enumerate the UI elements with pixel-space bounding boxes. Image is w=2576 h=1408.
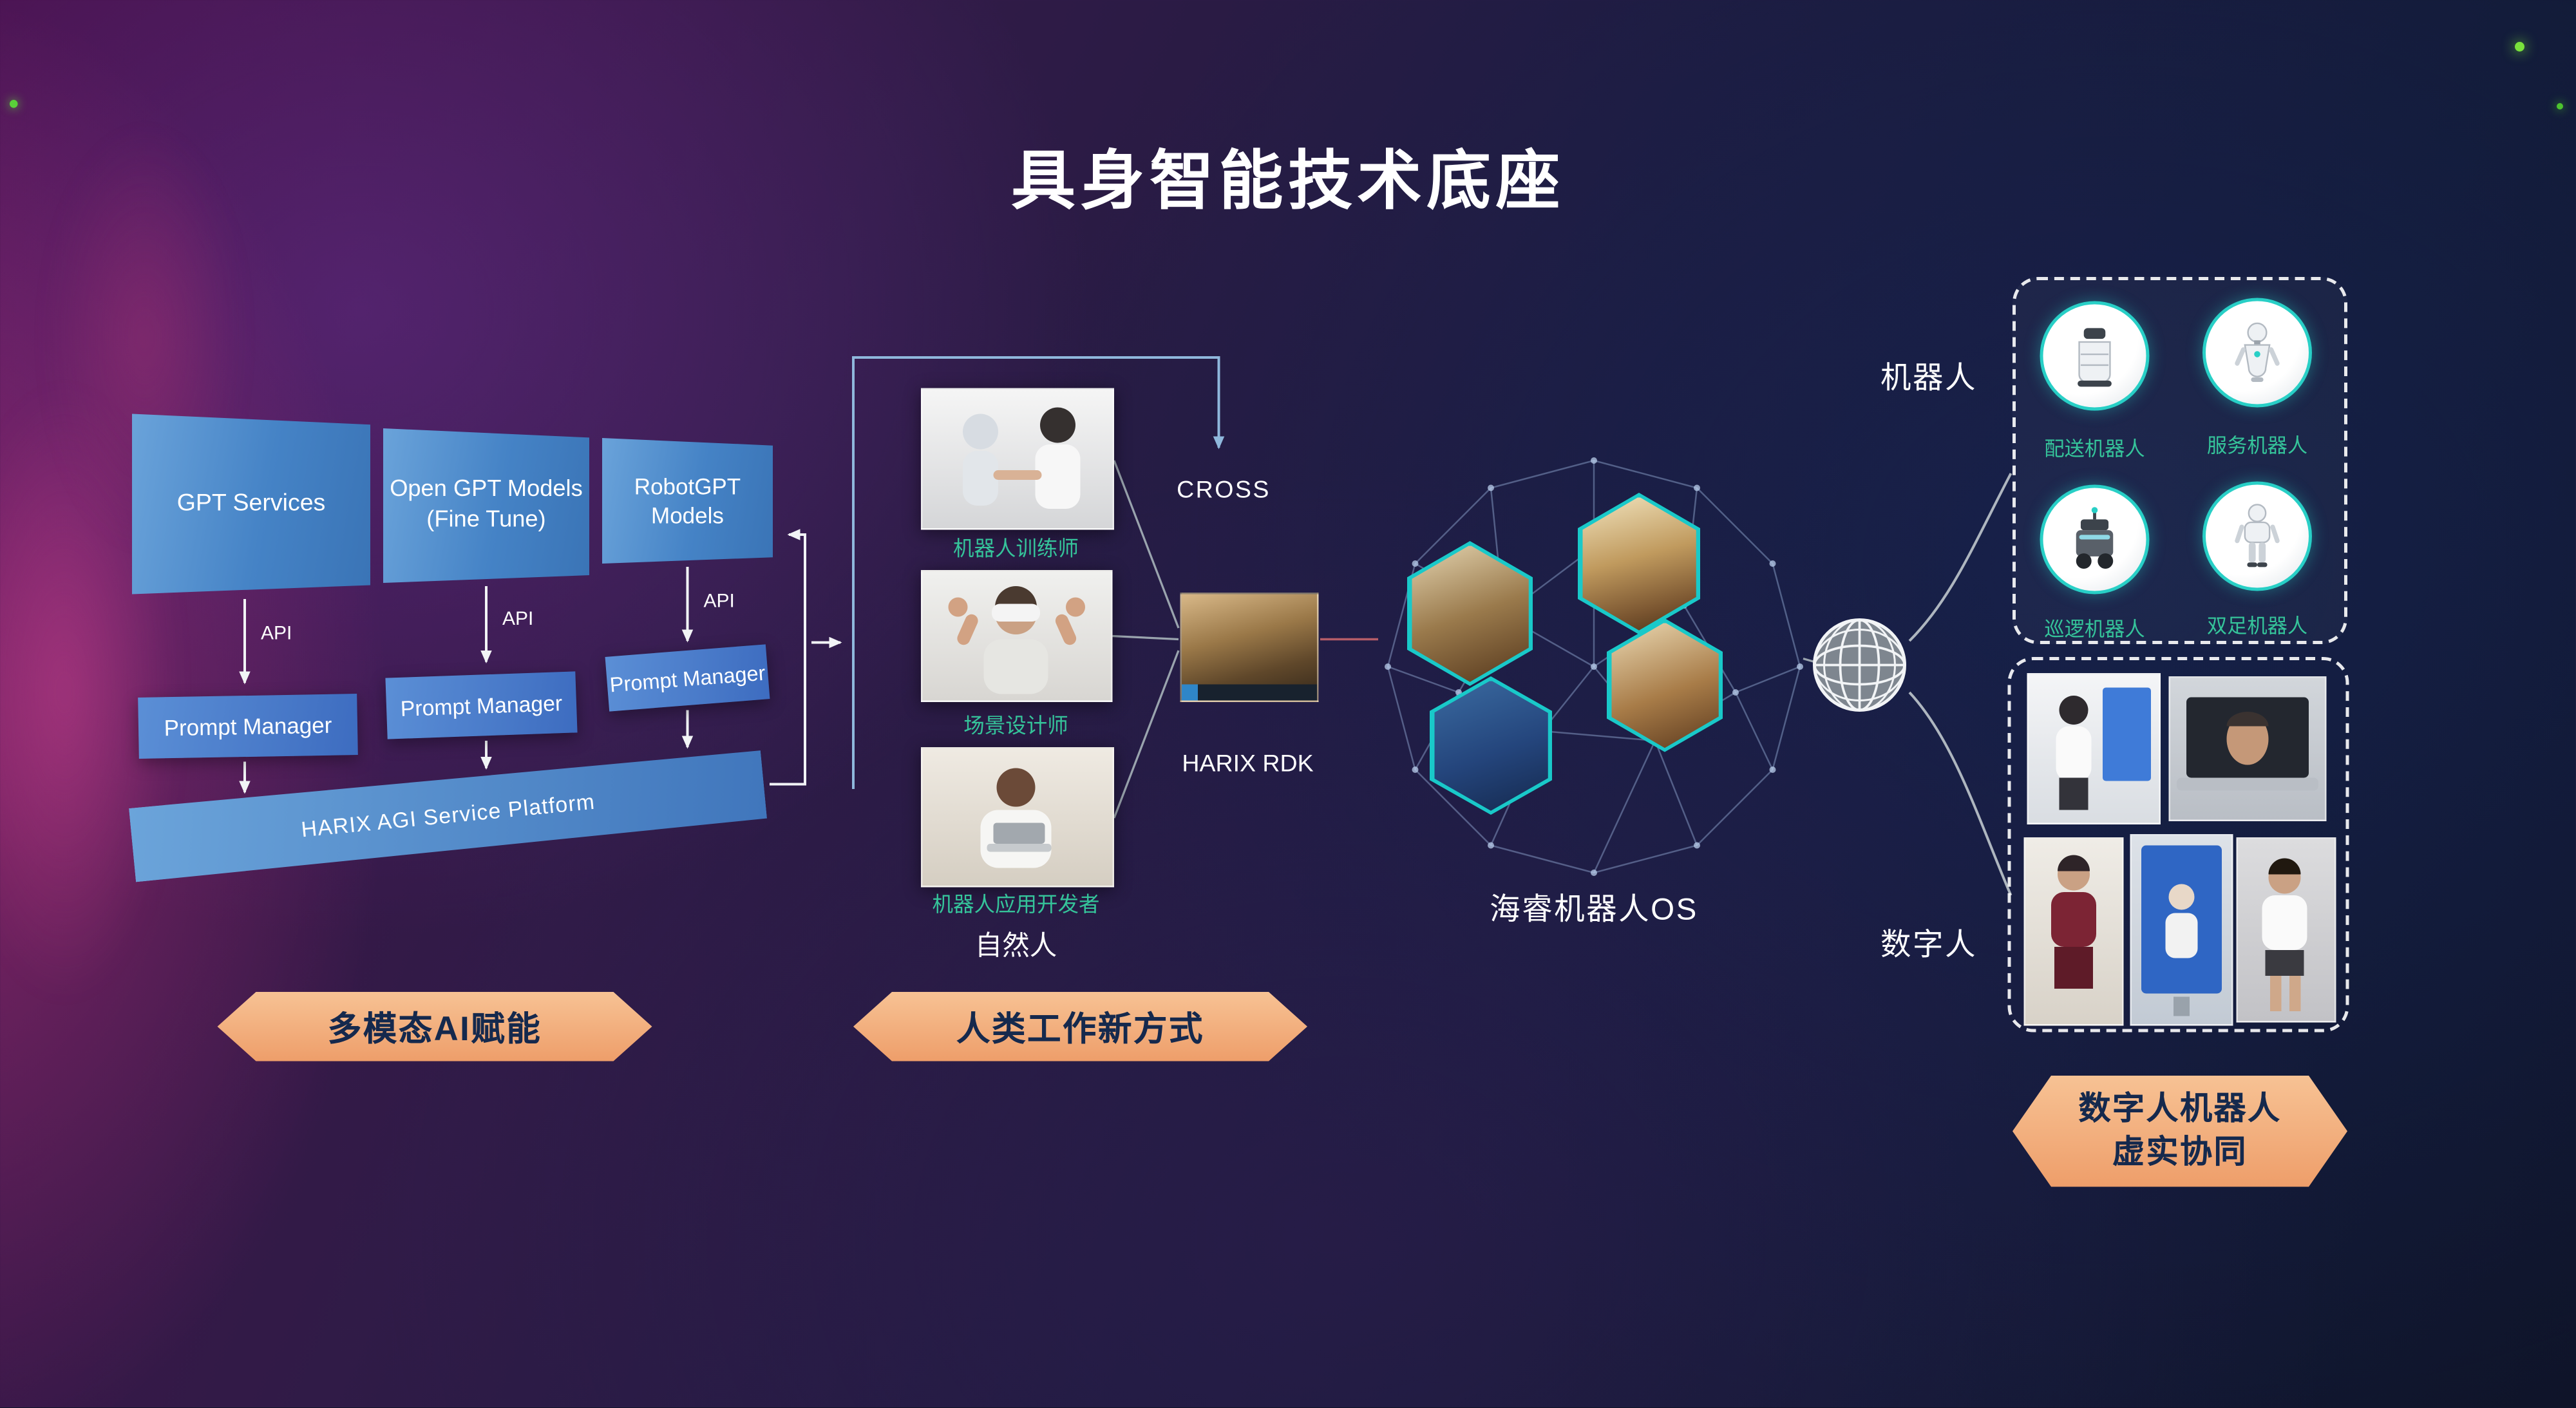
gpt-services-box: GPT Services xyxy=(132,414,370,595)
service-robot-icon xyxy=(2235,322,2280,383)
natural-person-label: 自然人 xyxy=(974,931,1057,962)
banner-multimodal-ai-label: 多模态AI赋能 xyxy=(327,1010,542,1048)
caption-app-developer: 机器人应用开发者 xyxy=(932,892,1100,917)
gpt-services-label: GPT Services xyxy=(176,490,326,518)
open-gpt-models-label: Open GPT Models (Fine Tune) xyxy=(390,477,583,533)
rdk-ui-strip xyxy=(1182,684,1317,701)
globe-icon xyxy=(1813,618,1906,712)
developer-figure xyxy=(980,768,1052,868)
kiosk-screen-figure xyxy=(2141,845,2222,1016)
banner-human-work: 人类工作新方式 xyxy=(853,992,1307,1061)
robot-trainer-figure xyxy=(963,407,1081,509)
banner-virtual-real-synergy: 数字人机器人 虚实协同 xyxy=(2012,1076,2347,1187)
os-scene-image-top xyxy=(1582,497,1696,631)
bokeh-dot xyxy=(2515,42,2524,52)
page-title: 具身智能技术底座 xyxy=(1011,146,1565,218)
robotgpt-models-box: RobotGPT Models xyxy=(602,438,773,564)
prompt-manager-label-2: Prompt Manager xyxy=(400,690,563,721)
os-scene-image-bottom xyxy=(1434,680,1548,811)
harix-agi-platform-bar: HARIX AGI Service Platform xyxy=(129,748,767,882)
harix-rdk-label: HARIX RDK xyxy=(1182,750,1314,778)
bokeh-dot xyxy=(2557,103,2563,109)
harix-rdk-thumbnail xyxy=(1180,593,1319,702)
api-label-3: API xyxy=(703,589,735,612)
prompt-manager-box-1: Prompt Manager xyxy=(138,694,358,759)
photo-robot-trainer xyxy=(921,388,1114,530)
digital-human-hostess-panel xyxy=(2023,837,2124,1026)
digital-human-kiosk-panel xyxy=(2130,834,2233,1026)
robotgpt-models-label: RobotGPT Models xyxy=(634,473,741,528)
os-scene-image-left xyxy=(1411,545,1529,682)
digital-human-child-panel xyxy=(2236,837,2336,1023)
digital-human-group-label: 数字人 xyxy=(1880,929,1978,964)
os-scene-hex-top xyxy=(1578,493,1700,634)
caption-robot-trainer: 机器人训练师 xyxy=(952,536,1079,561)
api-label-1: API xyxy=(261,622,292,644)
delivery-robot-label: 配送机器人 xyxy=(2044,438,2145,461)
os-scene-image-right xyxy=(1611,622,1719,748)
laptop-face-figure xyxy=(2177,697,2318,791)
patrol-robot-icon xyxy=(2076,507,2114,569)
os-scene-hex-left xyxy=(1407,541,1533,686)
os-scene-hex-bottom xyxy=(1430,676,1552,815)
patrol-robot-label: 巡逻机器人 xyxy=(2044,618,2145,641)
prompt-manager-box-3: Prompt Manager xyxy=(605,644,770,712)
photo-scene-designer xyxy=(921,570,1113,702)
os-scene-hex-right xyxy=(1607,618,1723,752)
photo-app-developer xyxy=(921,747,1114,888)
robots-group-label: 机器人 xyxy=(1880,362,1978,397)
patrol-robot-image xyxy=(2040,484,2150,595)
banner-virtual-real-line2: 虚实协同 xyxy=(2112,1134,2248,1170)
digital-human-laptop-image xyxy=(2168,676,2327,821)
banner-multimodal-ai: 多模态AI赋能 xyxy=(218,992,652,1061)
banner-human-work-label: 人类工作新方式 xyxy=(956,1010,1204,1048)
biped-robot-label: 双足机器人 xyxy=(2206,615,2308,638)
service-robot-image xyxy=(2202,298,2312,408)
os-label: 海睿机器人OS xyxy=(1490,893,1698,928)
biped-robot-icon xyxy=(2235,504,2280,567)
prompt-manager-box-2: Prompt Manager xyxy=(385,671,578,739)
delivery-robot-icon xyxy=(2078,328,2112,387)
child-figure xyxy=(2262,858,2307,1011)
api-label-2: API xyxy=(502,607,534,630)
digital-human-presenter-image xyxy=(2027,673,2161,824)
open-gpt-models-box: Open GPT Models (Fine Tune) xyxy=(383,428,589,583)
prompt-manager-label-1: Prompt Manager xyxy=(164,712,332,741)
hostess-figure xyxy=(2051,855,2096,989)
bokeh-dot xyxy=(10,100,18,108)
cross-label: CROSS xyxy=(1177,477,1271,504)
service-robot-label: 服务机器人 xyxy=(2206,435,2308,457)
harix-agi-platform-label: HARIX AGI Service Platform xyxy=(299,788,596,841)
robots-box: 配送机器人 服务机器人 xyxy=(2012,277,2347,644)
biped-robot-image xyxy=(2202,481,2312,591)
delivery-robot-image xyxy=(2040,301,2150,411)
presenter-figure xyxy=(2056,687,2151,810)
vr-designer-figure xyxy=(948,586,1085,694)
caption-scene-designer: 场景设计师 xyxy=(963,713,1068,738)
digital-humans-box xyxy=(2007,657,2349,1032)
banner-virtual-real-line1: 数字人机器人 xyxy=(2078,1090,2282,1127)
prompt-manager-label-3: Prompt Manager xyxy=(609,660,766,696)
